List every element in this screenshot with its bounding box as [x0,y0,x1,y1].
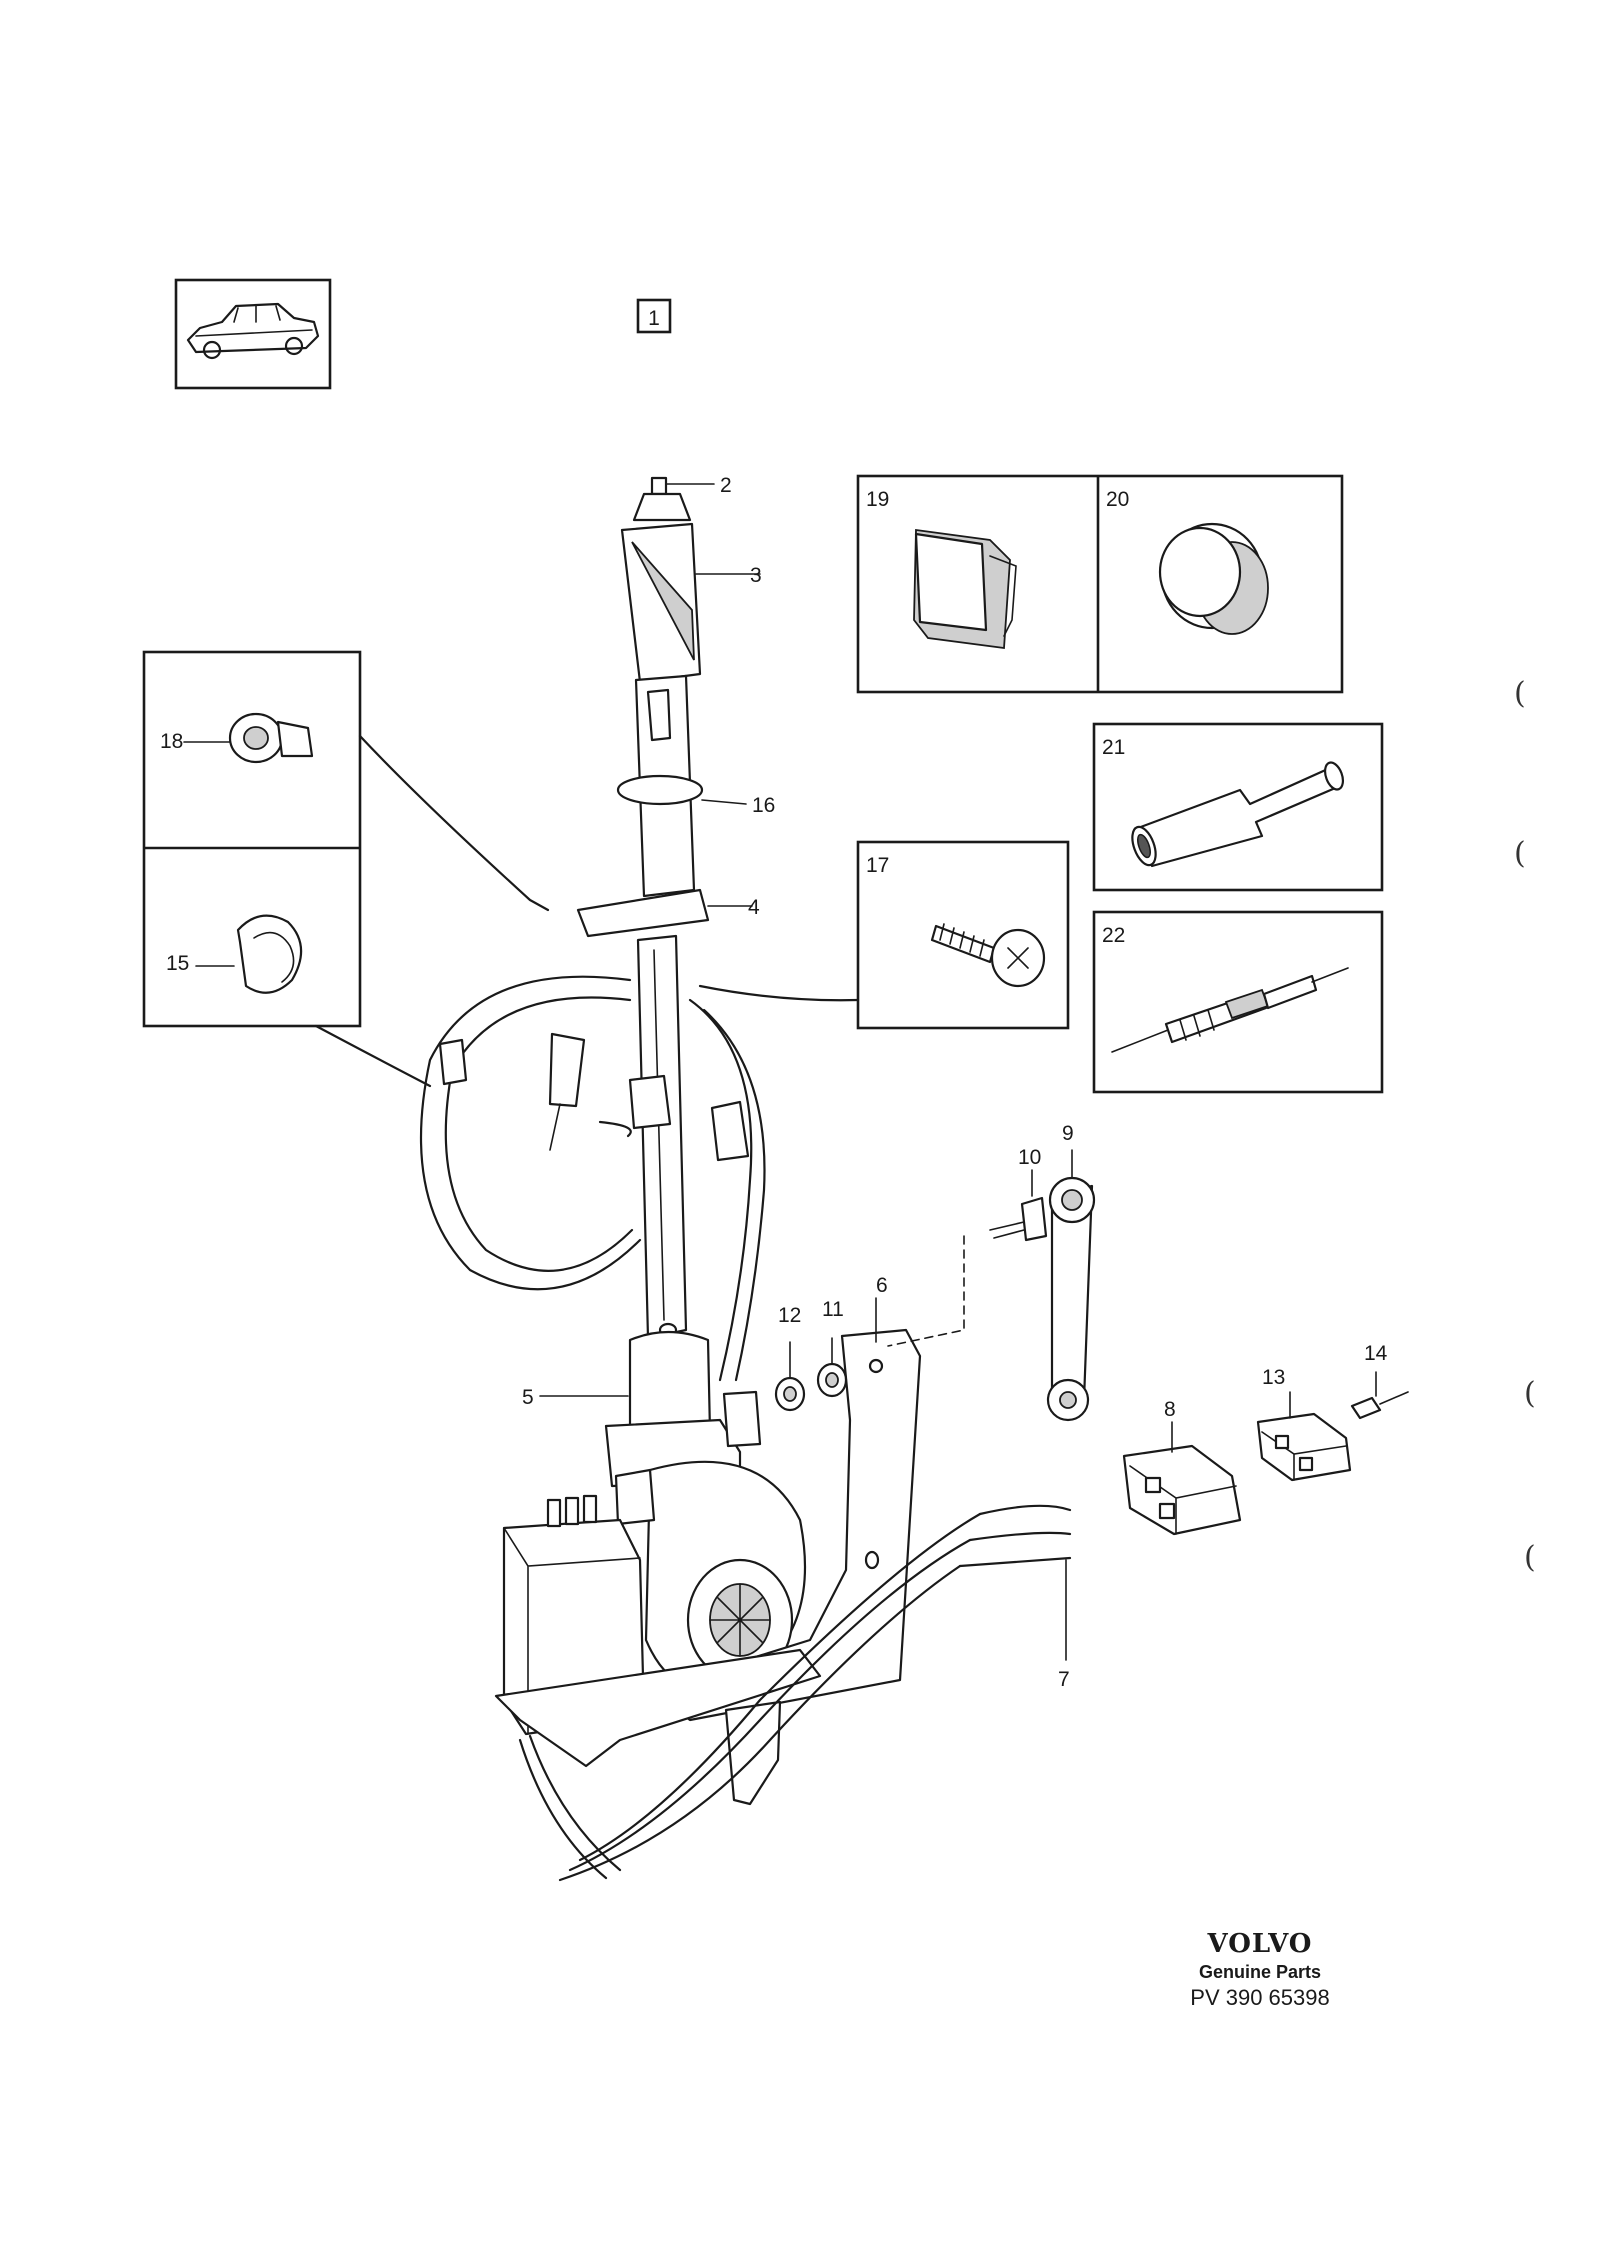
page-marker: 1 [636,298,672,334]
margin-mark: ( [1524,1376,1536,1411]
callout-9: 9 [1062,1122,1074,1145]
inset-21: 21 [1092,722,1384,892]
callout-2: 2 [720,474,732,497]
nut-and-washer [774,1297,877,1412]
page-marker-number: 1 [648,307,660,330]
callout-12: 12 [778,1304,801,1327]
car-icon [186,302,320,360]
brand-name: VOLVO [1207,1929,1313,1959]
callout-11: 11 [822,1298,844,1321]
callout-20: 20 [1106,488,1129,511]
callout-22: 22 [1102,924,1125,947]
grommet-cap-part [1158,522,1269,635]
margin-mark: ( [1514,676,1526,711]
callout-4: 4 [748,896,760,919]
wire-leads [518,1504,1072,1882]
callout-3: 3 [750,564,762,587]
terminal-14 [1350,1371,1409,1420]
callout-8: 8 [1164,1398,1176,1421]
brand-subtitle: Genuine Parts [1198,1962,1322,1982]
cable-clip-15-part [236,914,303,994]
margin-mark: ( [1524,1540,1536,1575]
inset-17: 17 [856,840,1070,1030]
inset-leaders [314,734,860,1138]
callout-13: 13 [1262,1366,1285,1389]
rubber-plug-part [913,528,1017,650]
brand-block: VOLVO Genuine Parts PV 390 65398 [1170,1928,1350,2012]
callout-17: 17 [866,854,889,877]
cable-loop [419,975,766,1382]
screw-part [930,923,1046,988]
brand-code: PV 390 65398 [1190,1985,1330,2010]
callout-16: 16 [752,794,775,817]
inset-18-15: 18 15 [142,650,362,1028]
callout-15: 15 [166,952,189,975]
link-arm [887,1149,1096,1422]
connector-13 [1256,1391,1352,1482]
sleeve-tube-part [1131,761,1345,868]
callout-18: 18 [160,730,183,753]
connector-8 [1122,1421,1242,1536]
mounting-bracket [494,1328,922,1806]
callout-21: 21 [1102,736,1125,759]
callout-14: 14 [1364,1342,1388,1365]
antenna-plug-part [1111,967,1349,1053]
antenna-mast [576,476,761,1340]
callout-5: 5 [522,1386,534,1409]
callout-19: 19 [866,488,889,511]
margin-mark: ( [1514,836,1526,871]
motor-assembly [539,1322,806,1691]
callout-6: 6 [876,1274,888,1297]
inset-22: 22 [1092,910,1384,1094]
inset-19-20: 19 20 [856,474,1344,694]
callout-10: 10 [1018,1146,1041,1169]
vehicle-thumbnail [174,278,332,390]
callout-7: 7 [1058,1668,1070,1691]
clip-18-part [228,712,314,764]
